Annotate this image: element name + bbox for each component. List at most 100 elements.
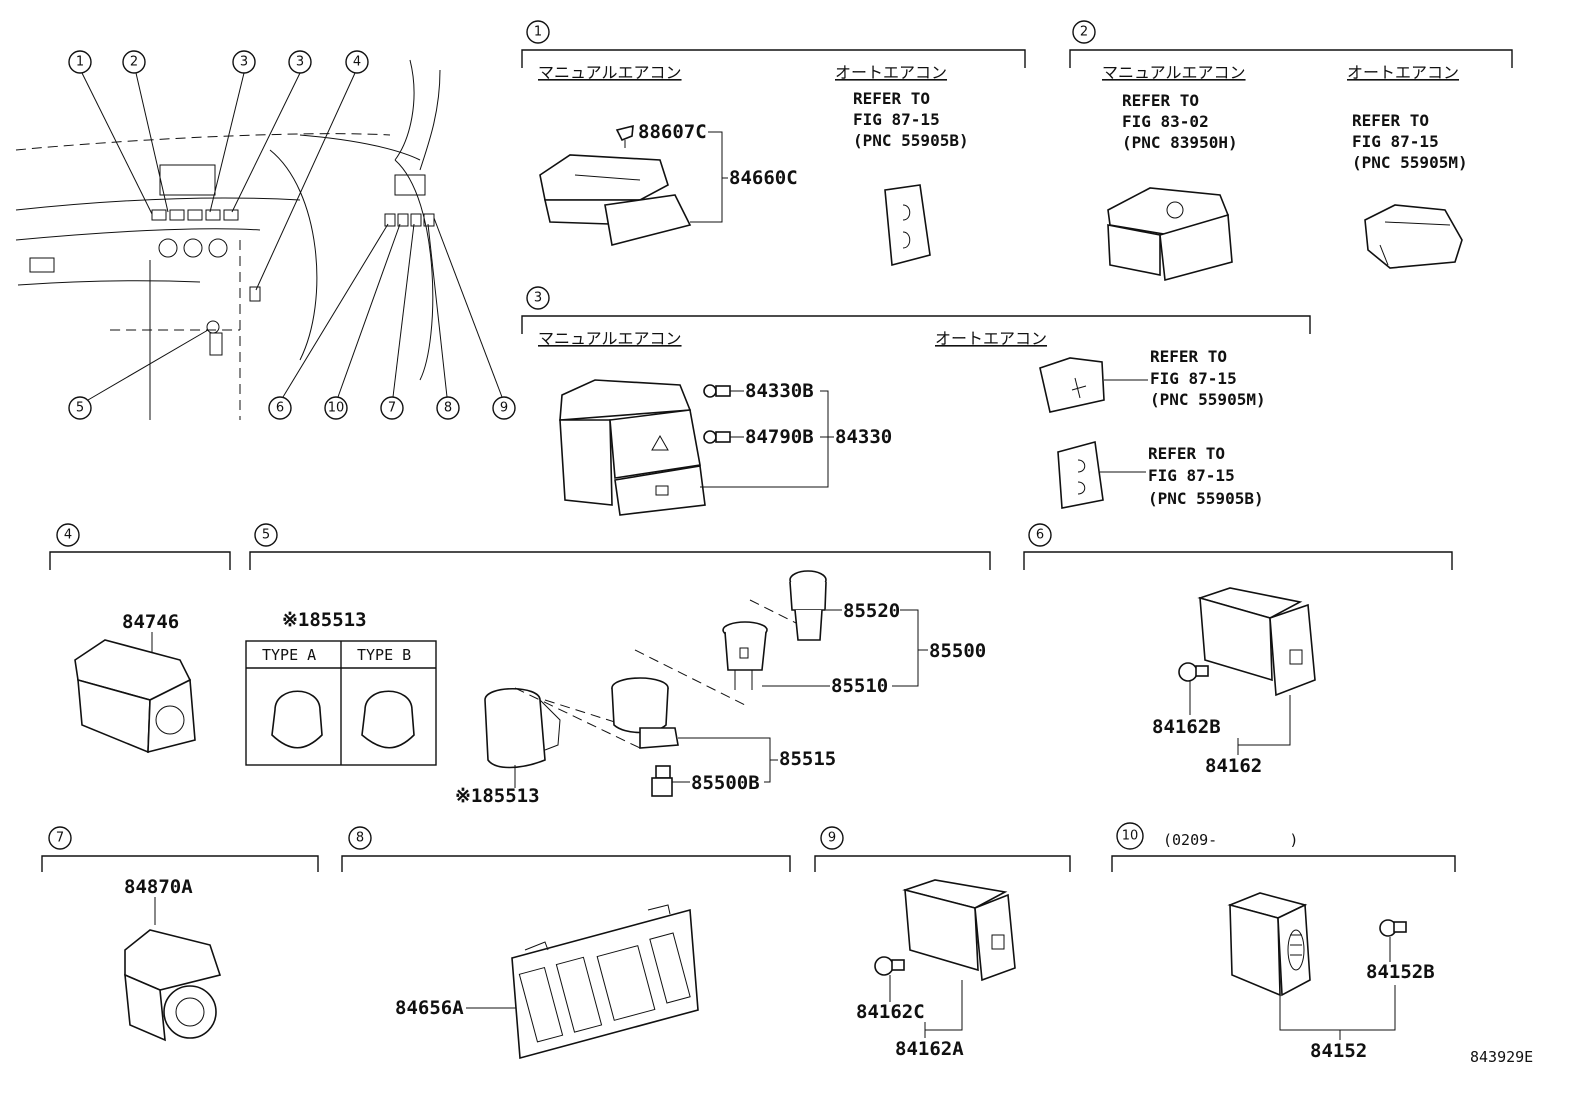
svg-text:5: 5 <box>262 528 270 543</box>
part-85510[interactable]: 85510 <box>831 675 888 697</box>
callout-2[interactable]: 2 <box>122 50 146 74</box>
panel-83950h-drawing <box>1107 187 1233 282</box>
svg-text:9: 9 <box>828 831 836 846</box>
knob-55905b-drawing <box>884 184 931 267</box>
plug-85500b-drawing <box>651 765 673 797</box>
section-5: 5 ※185513 TYPE A TYPE B ※185513 85515 <box>245 523 991 807</box>
note-185513-top: ※185513 <box>282 609 367 631</box>
callout-9[interactable]: 9 <box>492 396 516 420</box>
callout-6[interactable]: 6 <box>268 396 292 420</box>
callout-7[interactable]: 7 <box>380 396 404 420</box>
part-84330[interactable]: 84330 <box>835 426 892 448</box>
svg-text:10: 10 <box>328 401 345 416</box>
svg-text:6: 6 <box>276 401 284 416</box>
part-84746[interactable]: 84746 <box>122 611 179 633</box>
section-4: 4 84746 <box>49 523 231 754</box>
svg-text:FIG 87-15: FIG 87-15 <box>853 110 940 129</box>
svg-text:10: 10 <box>1122 829 1139 844</box>
bulb-84330b-drawing <box>703 384 731 398</box>
svg-text:REFER TO: REFER TO <box>1150 347 1227 366</box>
switch-84162a-drawing <box>902 879 1016 982</box>
panel-84656a-drawing <box>511 904 699 1060</box>
knob-55905m-drawing <box>1364 204 1463 269</box>
svg-text:マニュアルエアコン: マニュアルエアコン <box>1102 63 1246 82</box>
section-6: 6 84162B 84162 <box>1023 523 1453 777</box>
dimmer-84152-drawing <box>1227 892 1311 997</box>
hazard-switch-drawing <box>559 379 706 516</box>
part-84162c[interactable]: 84162C <box>856 1001 925 1023</box>
type-table: TYPE A TYPE B <box>245 640 437 766</box>
svg-text:FIG 87-15: FIG 87-15 <box>1148 466 1235 485</box>
switch-84746-drawing <box>74 639 196 754</box>
part-85500b[interactable]: 85500B <box>691 772 760 794</box>
svg-text:REFER TO: REFER TO <box>1122 91 1199 110</box>
svg-text:3: 3 <box>534 291 542 306</box>
callout-3a[interactable]: 3 <box>232 50 256 74</box>
svg-text:FIG 87-15: FIG 87-15 <box>1352 132 1439 151</box>
clip-88607c-drawing <box>615 124 634 148</box>
callout-4[interactable]: 4 <box>345 50 369 74</box>
svg-text:(PNC 55905M): (PNC 55905M) <box>1150 390 1266 409</box>
svg-text:4: 4 <box>353 55 361 70</box>
section-8: 8 84656A <box>341 826 791 1060</box>
part-85500[interactable]: 85500 <box>929 640 986 662</box>
section-2: 2 マニュアルエアコン オートエアコン REFER TO FIG 83-02 (… <box>1069 20 1513 282</box>
callout-3b[interactable]: 3 <box>288 50 312 74</box>
svg-text:(PNC 55905B): (PNC 55905B) <box>853 131 969 150</box>
part-84152[interactable]: 84152 <box>1310 1040 1367 1062</box>
svg-text:5: 5 <box>76 401 84 416</box>
part-85520[interactable]: 85520 <box>843 600 900 622</box>
part-88607c[interactable]: 88607C <box>638 121 707 143</box>
part-85515[interactable]: 85515 <box>779 748 836 770</box>
part-84660c[interactable]: 84660C <box>729 167 798 189</box>
svg-text:FIG 83-02: FIG 83-02 <box>1122 112 1209 131</box>
svg-text:3: 3 <box>240 55 248 70</box>
part-84162a[interactable]: 84162A <box>895 1038 964 1060</box>
svg-text:7: 7 <box>56 831 64 846</box>
section-10: 10 (0209- ) 84152B 84152 <box>1111 822 1456 1062</box>
part-84870a[interactable]: 84870A <box>124 876 193 898</box>
svg-text:マニュアルエアコン: マニュアルエアコン <box>538 63 682 82</box>
callout-10[interactable]: 10 <box>324 396 348 420</box>
switch-84660c-drawing <box>539 154 692 246</box>
svg-text:(PNC 83950H): (PNC 83950H) <box>1122 133 1238 152</box>
svg-text:FIG 87-15: FIG 87-15 <box>1150 369 1237 388</box>
svg-text:8: 8 <box>444 401 452 416</box>
svg-text:オートエアコン: オートエアコン <box>935 329 1047 348</box>
callout-8[interactable]: 8 <box>436 396 460 420</box>
part-84656a[interactable]: 84656A <box>395 997 464 1019</box>
knob-55905b-b-drawing <box>1057 440 1104 509</box>
part-84790b[interactable]: 84790B <box>745 426 814 448</box>
part-84162b[interactable]: 84162B <box>1152 716 1221 738</box>
bulb-84162b-drawing <box>1178 662 1209 682</box>
dashboard-overview <box>15 59 441 420</box>
bulb-84152b-drawing <box>1379 919 1407 937</box>
mirror-switch-84870a-drawing <box>124 929 222 1042</box>
type-b-label: TYPE B <box>357 646 411 664</box>
callout-5[interactable]: 5 <box>68 396 92 420</box>
svg-text:REFER TO: REFER TO <box>1148 444 1225 463</box>
section-9: 9 84162C 84162A <box>814 826 1071 1060</box>
svg-text:9: 9 <box>500 401 508 416</box>
date-range: (0209- ) <box>1163 831 1298 849</box>
part-84152b[interactable]: 84152B <box>1366 961 1435 983</box>
callout-1[interactable]: 1 <box>68 50 92 74</box>
svg-text:(PNC 55905M): (PNC 55905M) <box>1352 153 1468 172</box>
svg-text:オートエアコン: オートエアコン <box>1347 63 1459 82</box>
part-84330b[interactable]: 84330B <box>745 380 814 402</box>
svg-text:(PNC 55905B): (PNC 55905B) <box>1148 489 1264 508</box>
svg-text:8: 8 <box>356 831 364 846</box>
section-7: 7 84870A <box>41 826 319 1042</box>
svg-text:REFER TO: REFER TO <box>1352 111 1429 130</box>
svg-text:REFER TO: REFER TO <box>853 89 930 108</box>
bulb-84790b-drawing <box>703 430 731 444</box>
bulb-84162c-drawing <box>874 956 905 976</box>
svg-text:1: 1 <box>76 55 84 70</box>
knob-55905m-b-drawing <box>1039 357 1105 413</box>
svg-text:4: 4 <box>64 528 72 543</box>
socket-85515-drawing <box>611 677 679 749</box>
switch-84162-drawing <box>1197 587 1316 697</box>
part-84162[interactable]: 84162 <box>1205 755 1262 777</box>
svg-text:2: 2 <box>1080 25 1088 40</box>
